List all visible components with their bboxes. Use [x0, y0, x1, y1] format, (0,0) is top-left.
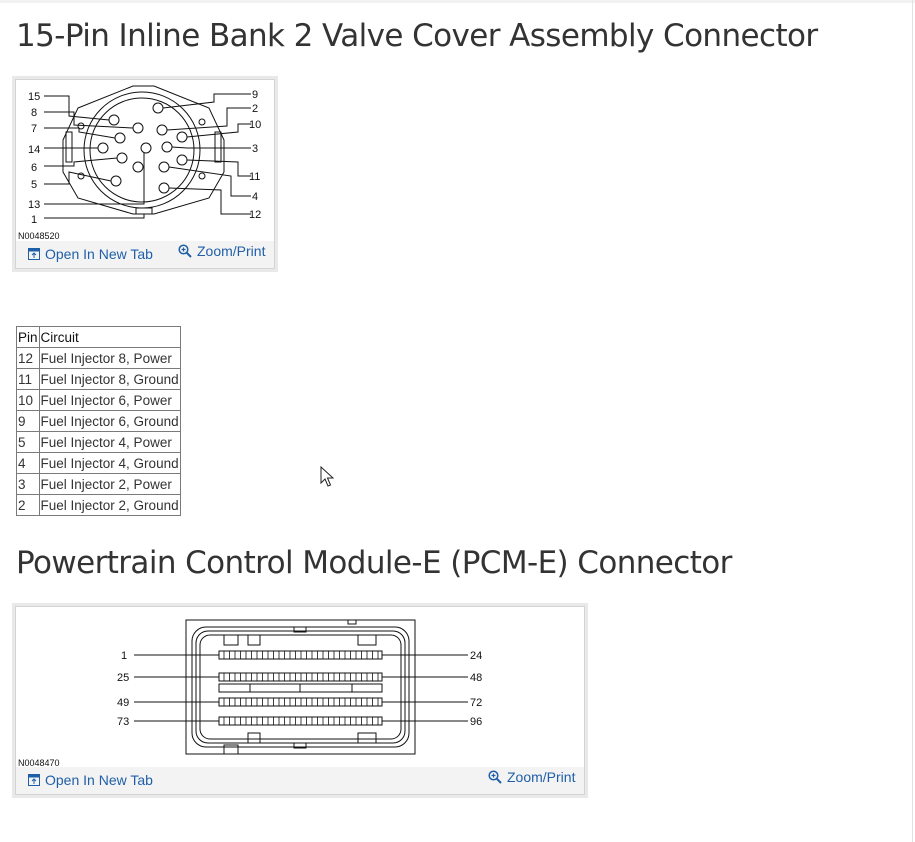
pin-label: 12: [249, 209, 261, 221]
pin-cell: 2: [16, 494, 40, 516]
circuit-cell: Fuel Injector 6, Ground: [38, 410, 181, 432]
open-in-new-tab-label: Open In New Tab: [45, 246, 153, 262]
section-title-valve-cover-connector: 15-Pin Inline Bank 2 Valve Cover Assembl…: [16, 18, 818, 54]
pin-cell: 4: [16, 452, 40, 474]
circuit-cell: Fuel Injector 4, Ground: [38, 452, 181, 474]
pin-label: 3: [252, 143, 258, 155]
figure-toolbar: Open In New Tab Zoom/Print: [16, 767, 584, 794]
open-in-new-tab-link[interactable]: Open In New Tab: [28, 772, 153, 788]
cursor-arrow-icon: [320, 466, 334, 487]
pin-cell: 9: [16, 410, 40, 432]
pin-label: 8: [31, 107, 37, 119]
top-divider: [0, 0, 915, 3]
pin-label: 15: [28, 91, 40, 103]
pin-label: 5: [31, 179, 37, 191]
pin-label: 1: [31, 214, 37, 226]
table-header-row: Pin Circuit: [16, 326, 181, 348]
pin-label: 4: [252, 191, 258, 203]
pin-label: 1: [121, 650, 127, 662]
circuit-cell: Fuel Injector 2, Power: [38, 473, 181, 495]
pin-column-header: Pin: [16, 326, 40, 348]
pin-label: 13: [28, 199, 40, 211]
zoom-print-link[interactable]: Zoom/Print: [488, 769, 575, 785]
circuit-cell: Fuel Injector 6, Power: [38, 389, 181, 411]
pin-label: 72: [470, 697, 482, 709]
pin-label: 48: [470, 672, 482, 684]
pin-label: 9: [252, 89, 258, 101]
pin-label: 10: [249, 119, 261, 131]
open-new-tab-icon: [28, 248, 40, 260]
pcm-e-connector-diagram: 1 25 49 73 24 48 72 96: [117, 619, 482, 755]
connector-figure-pcm-e: 1 25 49 73 24 48 72 96 N0048470 Open In …: [15, 606, 585, 795]
zoom-print-label: Zoom/Print: [197, 243, 266, 259]
pin-label: 11: [249, 171, 260, 183]
open-new-tab-icon: [28, 774, 40, 786]
pin-cell: 10: [16, 389, 40, 411]
pin-label: 14: [28, 144, 40, 156]
circuit-cell: Fuel Injector 8, Power: [38, 347, 181, 369]
zoom-print-link[interactable]: Zoom/Print: [178, 243, 265, 259]
pin-label: 6: [31, 162, 37, 174]
pin-rows: [223, 651, 379, 725]
figure-toolbar: Open In New Tab Zoom/Print: [16, 241, 274, 268]
scrollbar-edge: [912, 0, 913, 842]
zoom-print-label: Zoom/Print: [507, 769, 576, 785]
zoom-icon: [178, 244, 192, 258]
section-title-pcm-e-connector: Powertrain Control Module-E (PCM-E) Conn…: [16, 545, 732, 581]
pin-cell: 5: [16, 431, 40, 453]
circuit-cell: Fuel Injector 8, Ground: [38, 368, 181, 390]
valve-cover-connector-diagram: 15 8 7 14 6 5 13 1 9 2 10 3 11 4 12: [28, 85, 261, 226]
pin-label: 96: [470, 716, 482, 728]
pin-label: 2: [252, 103, 258, 115]
pin-label: 73: [117, 716, 129, 728]
open-in-new-tab-label: Open In New Tab: [45, 772, 153, 788]
circuit-column-header: Circuit: [38, 326, 181, 348]
pin-label: 24: [470, 650, 482, 662]
open-in-new-tab-link[interactable]: Open In New Tab: [28, 246, 153, 262]
pin-label: 49: [117, 697, 129, 709]
pin-label: 7: [31, 123, 37, 135]
pin-label: 25: [117, 672, 129, 684]
pin-cell: 11: [16, 368, 40, 390]
figure-id: N0048470: [18, 758, 60, 768]
circuit-cell: Fuel Injector 4, Power: [38, 431, 181, 453]
pin-cell: 12: [16, 347, 40, 369]
zoom-icon: [488, 770, 502, 784]
pin-cell: 3: [16, 473, 40, 495]
connector-figure-valve-cover: 15 8 7 14 6 5 13 1 9 2 10 3 11 4 12 N004…: [15, 79, 275, 269]
circuit-cell: Fuel Injector 2, Ground: [38, 494, 181, 516]
figure-id: N0048520: [18, 231, 60, 241]
